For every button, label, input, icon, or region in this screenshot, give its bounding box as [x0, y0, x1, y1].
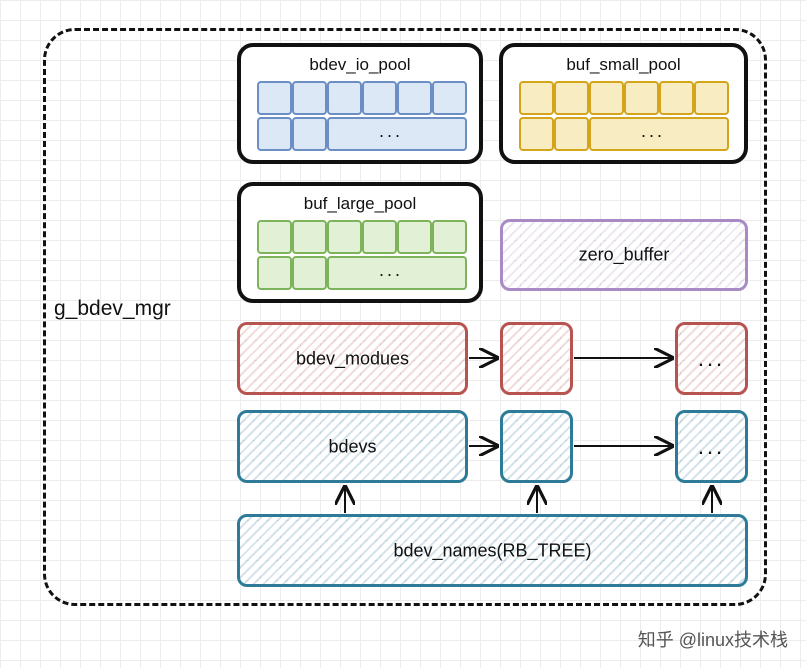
pool-cell — [432, 220, 467, 254]
bdev-io-pool-title: bdev_io_pool — [309, 55, 411, 74]
bdev-names-label: bdev_names(RB_TREE) — [393, 540, 592, 560]
g-bdev-mgr-label: g_bdev_mgr — [54, 297, 171, 320]
buf-small-pool-title: buf_small_pool — [566, 55, 681, 74]
bdev-modules-box: bdev_modues — [237, 322, 468, 395]
bdev-node — [500, 410, 573, 483]
pool-ellipsis: ... — [641, 121, 666, 141]
buf-large-pool-title: buf_large_pool — [303, 194, 417, 213]
bdev-more-node: ... — [675, 410, 748, 483]
pool-cell — [292, 81, 327, 115]
watermark-text: 知乎 @linux技术栈 — [637, 630, 788, 650]
pool-cell — [694, 81, 729, 115]
bdev-module-ellipsis: ... — [697, 345, 726, 371]
bdev-io-pool: bdev_io_pool ... — [237, 43, 483, 164]
pool-cell — [624, 81, 659, 115]
pool-cell — [362, 220, 397, 254]
zero-buffer-label: zero_buffer — [578, 244, 670, 265]
pool-ellipsis: ... — [379, 121, 404, 141]
bdev-ellipsis: ... — [697, 433, 726, 459]
pool-cell — [257, 81, 292, 115]
pool-cell — [554, 81, 589, 115]
pool-cell — [554, 117, 589, 151]
pool-cell — [292, 117, 327, 151]
pool-cell-wide — [589, 117, 729, 151]
pool-cell — [659, 81, 694, 115]
bdevs-box: bdevs — [237, 410, 468, 483]
pool-cell — [292, 220, 327, 254]
pool-cell — [519, 81, 554, 115]
bdev-modules-label: bdev_modues — [295, 348, 410, 368]
pool-ellipsis: ... — [379, 260, 404, 280]
pool-cell — [519, 117, 554, 151]
buf-large-pool: buf_large_pool ... — [237, 182, 483, 303]
bdev-module-more-node: ... — [675, 322, 748, 395]
pool-cell — [327, 81, 362, 115]
bdev-module-node — [500, 322, 573, 395]
pool-cell-wide — [327, 256, 467, 290]
pool-cell — [327, 220, 362, 254]
bdevs-label: bdevs — [328, 436, 377, 456]
pool-cell-wide — [327, 117, 467, 151]
pool-cell — [397, 220, 432, 254]
g-bdev-mgr-container — [43, 28, 767, 606]
pool-cell — [257, 256, 292, 290]
bdev-names-box: bdev_names(RB_TREE) — [237, 514, 748, 587]
pool-cell — [362, 81, 397, 115]
pool-cell — [397, 81, 432, 115]
zero-buffer-box: zero_buffer — [500, 219, 748, 291]
buf-small-pool: buf_small_pool ... — [499, 43, 748, 164]
pool-cell — [257, 220, 292, 254]
pool-cell — [257, 117, 292, 151]
pool-cell — [589, 81, 624, 115]
pool-cell — [292, 256, 327, 290]
pool-cell — [432, 81, 467, 115]
